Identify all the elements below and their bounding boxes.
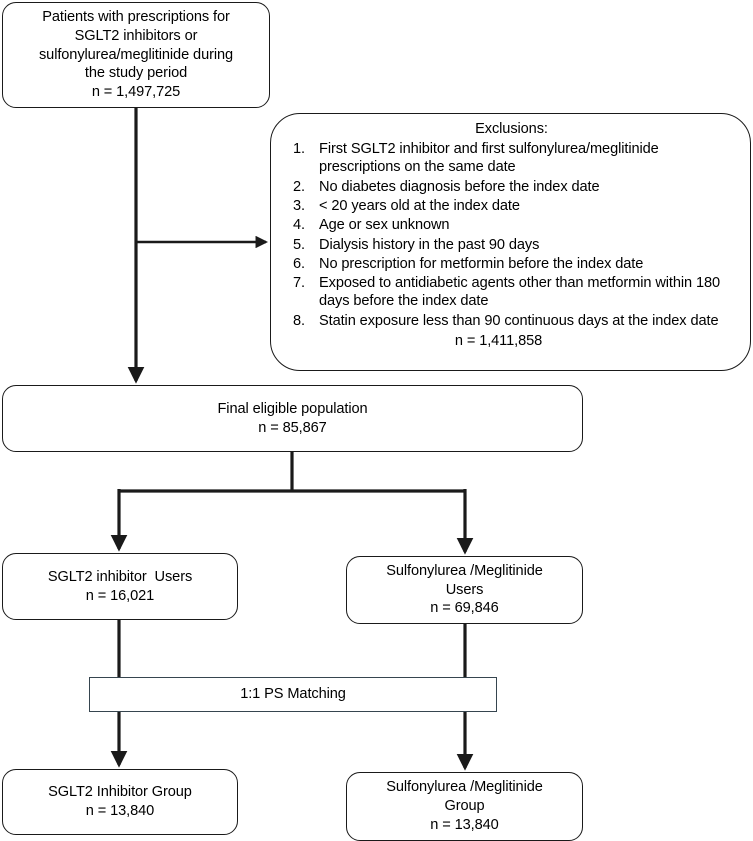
sulfonylurea-users-line1: Sulfonylurea /Meglitinide bbox=[386, 562, 543, 579]
node-sglt2-group: SGLT2 Inhibitor Group n = 13,840 bbox=[2, 769, 238, 835]
exclusion-item: No prescription for metformin before the… bbox=[293, 255, 644, 274]
node-source-cohort: Patients with prescriptions for SGLT2 in… bbox=[2, 2, 270, 108]
source-cohort-line1: Patients with prescriptions for bbox=[42, 8, 230, 25]
exclusions-list: First SGLT2 inhibitor and first sulfonyl… bbox=[285, 140, 738, 330]
source-cohort-line3: sulfonylurea/meglitinide during bbox=[38, 46, 234, 63]
exclusion-item: Dialysis history in the past 90 days bbox=[293, 236, 540, 255]
node-sulfonylurea-group: Sulfonylurea /Meglitinide Group n = 13,8… bbox=[346, 772, 583, 841]
node-exclusions: Exclusions: First SGLT2 inhibitor and fi… bbox=[270, 113, 751, 371]
exclusion-item: Statin exposure less than 90 continuous … bbox=[293, 312, 719, 331]
source-cohort-line4: the study period bbox=[84, 65, 188, 82]
sulfonylurea-group-line1: Sulfonylurea /Meglitinide bbox=[386, 779, 543, 796]
node-final-eligible: Final eligible population n = 85,867 bbox=[2, 385, 583, 452]
exclusion-item: Exposed to antidiabetic agents other tha… bbox=[293, 274, 721, 310]
final-eligible-count: n = 85,867 bbox=[258, 419, 327, 436]
sglt2-users-label: SGLT2 inhibitor Users bbox=[47, 568, 193, 585]
exclusion-item: No diabetes diagnosis before the index d… bbox=[293, 178, 600, 197]
sulfonylurea-users-count: n = 69,846 bbox=[430, 600, 499, 617]
sglt2-users-count: n = 16,021 bbox=[85, 587, 155, 604]
node-sglt2-users: SGLT2 inhibitor Users n = 16,021 bbox=[2, 553, 238, 620]
sglt2-group-label: SGLT2 Inhibitor Group bbox=[48, 784, 192, 801]
sglt2-group-count: n = 13,840 bbox=[85, 803, 155, 819]
node-ps-matching: 1:1 PS Matching bbox=[89, 677, 497, 712]
sulfonylurea-group-line2: Group bbox=[444, 798, 485, 815]
node-sulfonylurea-users: Sulfonylurea /Meglitinide Users n = 69,8… bbox=[346, 556, 583, 624]
exclusion-item: Age or sex unknown bbox=[293, 216, 450, 235]
exclusions-title: Exclusions: bbox=[475, 121, 548, 137]
source-cohort-line2: SGLT2 inhibitors or bbox=[74, 27, 198, 44]
exclusion-item: First SGLT2 inhibitor and first sulfonyl… bbox=[293, 140, 659, 176]
exclusion-item: < 20 years old at the index date bbox=[293, 197, 520, 216]
sulfonylurea-users-line2: Users bbox=[445, 581, 484, 598]
exclusions-count: n = 1,411,858 bbox=[454, 333, 543, 350]
sulfonylurea-group-count: n = 13,840 bbox=[430, 816, 499, 833]
source-cohort-count: n = 1,497,725 bbox=[91, 84, 181, 101]
final-eligible-label: Final eligible population bbox=[217, 400, 368, 417]
ps-matching-label: 1:1 PS Matching bbox=[240, 686, 346, 703]
